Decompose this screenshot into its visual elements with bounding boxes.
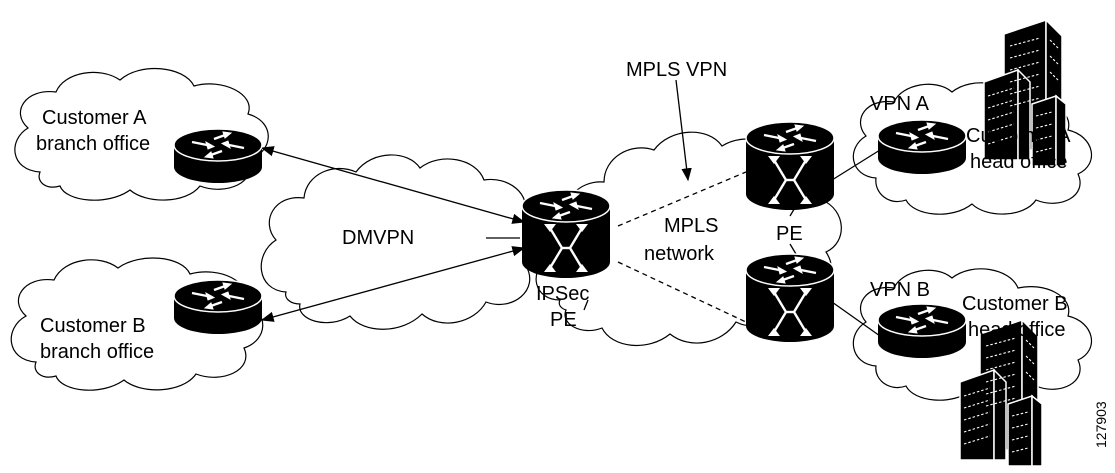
tunnel-link-a xyxy=(260,146,526,224)
figure-id: 127903 xyxy=(1093,401,1109,448)
label-customer-b-head-2: head office xyxy=(968,319,1066,341)
router-icon-branch-b xyxy=(172,278,264,336)
label-ipsec: IPSec xyxy=(536,283,589,305)
label-customer-a-branch-1: Customer A xyxy=(42,107,147,129)
label-pe: PE xyxy=(776,223,803,245)
label-customer-a-branch-2: branch office xyxy=(36,133,150,155)
label-mpls-network-2: network xyxy=(644,243,715,265)
router-icon-branch-a xyxy=(172,127,264,185)
label-mpls-vpn: MPLS VPN xyxy=(626,59,727,81)
switch-router-icon-pe-lower xyxy=(744,252,836,344)
router-icon-head-b xyxy=(876,302,968,360)
switch-router-icon-pe-upper xyxy=(744,120,836,212)
connections xyxy=(260,79,881,337)
link-pe-to-customer-a-head xyxy=(831,149,881,181)
label-customer-a-head-1: Customer A xyxy=(966,125,1071,147)
pe-label-leader-lower xyxy=(789,243,797,255)
ipsec-pe-label-leader xyxy=(583,299,589,311)
link-pe-to-customer-b-head xyxy=(831,301,881,337)
switch-router-icon-ipsec-pe xyxy=(520,188,612,280)
label-dmvpn: DMVPN xyxy=(342,227,414,249)
label-vpn-a: VPN A xyxy=(870,93,930,115)
label-mpls-network-1: MPLS xyxy=(664,215,718,237)
label-customer-b-branch-1: Customer B xyxy=(40,315,146,337)
mpls-vpn-pointer xyxy=(675,79,692,182)
label-customer-a-head-2: head office xyxy=(970,151,1068,173)
dashed-link-lower-pe xyxy=(617,261,747,323)
label-ipsec-pe: PE xyxy=(550,309,577,331)
label-customer-b-head-1: Customer B xyxy=(962,293,1068,315)
tunnel-link-b xyxy=(260,246,526,322)
label-vpn-b: VPN B xyxy=(870,279,930,301)
router-icon-head-a xyxy=(876,118,968,176)
label-customer-b-branch-2: branch office xyxy=(40,341,154,363)
